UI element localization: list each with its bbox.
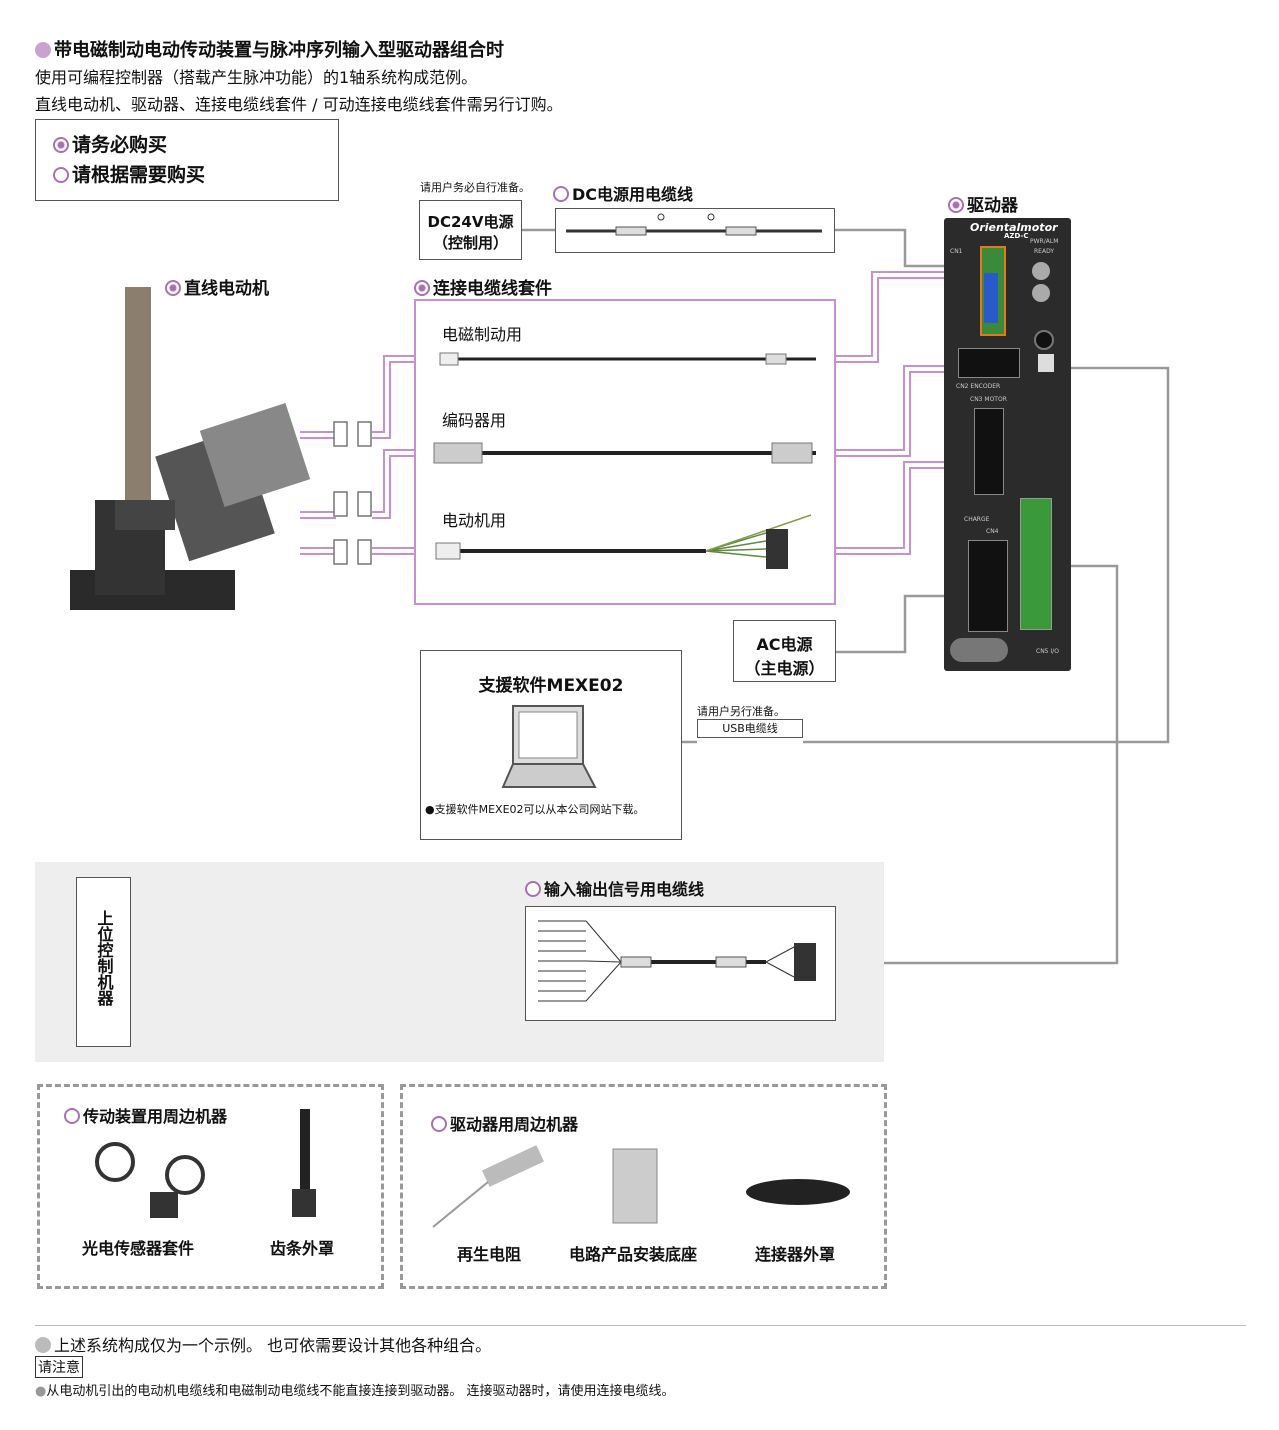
dc-power-box: DC24V电源 （控制用） — [419, 200, 522, 260]
driver-model: AZD-C — [1004, 232, 1029, 240]
mounting-plate: 电路产品安装底座 — [569, 1245, 698, 1264]
cn4-connector — [968, 540, 1008, 632]
cable-kit-label: 连接电缆线套件 — [414, 274, 552, 299]
cable-kit-images — [433, 352, 816, 569]
actuator-peripherals-images — [95, 1109, 316, 1218]
optional-icon — [525, 881, 541, 897]
rotary-switch — [1032, 262, 1050, 280]
cn4-label: CN4 — [986, 528, 999, 535]
required-icon — [414, 280, 430, 296]
driver-unit: Orientalmotor AZD-C CN1 PWR/ALM READY CN… — [944, 218, 1071, 671]
dc-power-line2: （控制用） — [432, 234, 508, 252]
io-cable-box — [525, 906, 836, 1021]
intro-line-1: 使用可编程控制器（搭载产生脉冲功能）的1轴系统构成范例。 — [35, 68, 478, 87]
optional-icon — [64, 1108, 80, 1124]
software-title: 支援软件MEXE02 — [478, 676, 624, 696]
driver-peripherals-images — [432, 1145, 850, 1228]
cn2-connector — [958, 348, 1020, 378]
brake-cable-label: 电磁制动用 — [442, 325, 523, 344]
dc-power-note: 请用户务必自行准备。 — [420, 181, 530, 194]
dc-cable-image — [566, 213, 822, 236]
cn3-connector — [974, 408, 1004, 495]
cn3-label: CN3 MOTOR — [970, 396, 1007, 403]
motor-cable-label: 电动机用 — [442, 511, 507, 530]
actuator-peripherals-box: 传动装置用周边机器 光电传感器套件 齿条外罩 — [37, 1084, 384, 1289]
encoder-cable-label: 编码器用 — [442, 411, 507, 430]
footer-divider — [35, 1325, 1246, 1326]
required-icon — [53, 137, 69, 153]
motor-label: 直线电动机 — [165, 274, 269, 299]
laptop-icon — [501, 705, 597, 788]
ac-power-box: AC电源 （主电源） — [733, 620, 836, 682]
optional-icon — [553, 186, 569, 202]
charge-label: CHARGE — [964, 516, 990, 523]
ac-power-line2: （主电源） — [744, 659, 825, 678]
usb-port — [1038, 354, 1054, 372]
required-icon — [948, 197, 964, 213]
rack-cover: 齿条外罩 — [270, 1239, 335, 1258]
regen-resistor: 再生电阻 — [457, 1245, 522, 1264]
ac-power-line1: AC电源 — [756, 635, 813, 654]
software-box: 支援软件MEXE02 ●支援软件MEXE02可以从本公司网站下载。 — [420, 650, 682, 840]
photo-sensor-kit: 光电传感器套件 — [82, 1239, 195, 1258]
legend-box: 请务必购买 请根据需要购买 — [35, 119, 339, 201]
dc-cable-label: DC电源用电缆线 — [553, 181, 693, 205]
pwr-label: PWR/ALM — [1030, 238, 1059, 245]
usb-note: 请用户另行准备。 — [697, 705, 785, 718]
host-controller-box: 上位控制机器 — [76, 877, 131, 1047]
io-cable-image — [538, 920, 816, 1002]
io-cable-label: 输入输出信号用电缆线 — [525, 876, 704, 900]
caution-label: 请注意 — [35, 1356, 83, 1378]
rotary-switch — [1032, 284, 1050, 302]
usb-cable-label: USB电缆线 — [697, 719, 803, 738]
intro-line-2: 直线电动机、驱动器、连接电缆线套件 / 可动连接电缆线套件需另行订购。 — [35, 95, 563, 114]
cn5-connector — [1020, 498, 1052, 630]
connector-cover: 连接器外罩 — [755, 1245, 836, 1264]
driver-peripherals-label: 驱动器用周边机器 — [431, 1111, 578, 1135]
optional-icon — [53, 167, 69, 183]
cn1-label: CN1 — [950, 248, 963, 255]
required-icon — [165, 280, 181, 296]
driver-brand: Orientalmotor — [970, 221, 1058, 234]
footer-note-1: 上述系统构成仅为一个示例。 也可依需要设计其他各种组合。 — [35, 1332, 491, 1356]
driver-label: 驱动器 — [948, 191, 1018, 216]
bullet-icon — [35, 1337, 51, 1353]
ground-terminal — [950, 638, 1008, 662]
footer-note-2: ●从电动机引出的电动机电缆线和电磁制动电缆线不能直接连接到驱动器。 连接驱动器时… — [35, 1384, 675, 1399]
bullet-icon — [35, 42, 51, 58]
software-note: ●支援软件MEXE02可以从本公司网站下载。 — [425, 803, 645, 816]
legend-optional: 请根据需要购买 — [53, 160, 205, 187]
cn2-label: CN2 ENCODER — [956, 383, 1001, 390]
cn5-label: CN5 I/O — [1036, 648, 1059, 655]
optional-icon — [431, 1116, 447, 1132]
dc-power-line1: DC24V电源 — [427, 213, 514, 231]
legend-required: 请务必购买 — [53, 130, 167, 157]
page-title: 带电磁制动电动传动装置与脉冲序列输入型驱动器组合时 — [35, 36, 504, 62]
host-controller-label: 上位控制机器 — [94, 910, 114, 1006]
ready-label: READY — [1034, 248, 1055, 255]
actuator-peripherals-label: 传动装置用周边机器 — [64, 1103, 227, 1127]
cn1-terminal-blue — [984, 273, 998, 323]
dc-cable-box — [555, 208, 835, 253]
driver-peripherals-box: 驱动器用周边机器 再生电阻 电路产品安装底座 连接器外罩 — [400, 1084, 887, 1289]
home-preset-button — [1034, 330, 1054, 350]
cable-kit-box: 电磁制动用 编码器用 电动机用 — [414, 299, 836, 605]
